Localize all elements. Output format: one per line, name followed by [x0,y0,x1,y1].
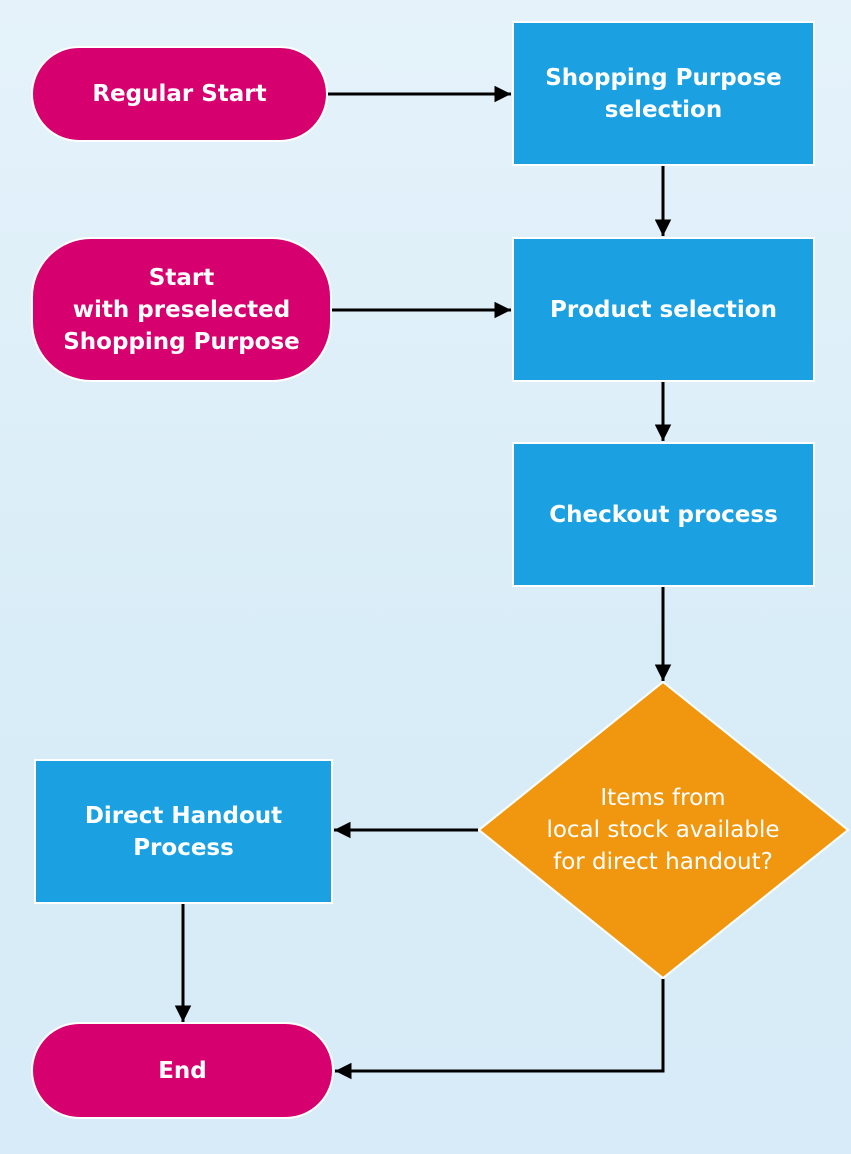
connector-decision-to-end [335,979,665,1080]
decision-label: Items from local stock available for dir… [546,785,780,875]
regular-start-terminal: Regular Start [31,46,328,142]
decision-text: Items from local stock available for dir… [520,770,806,890]
shopping-purpose-selection-box: Shopping Purpose selection [512,21,815,166]
end-label: End [158,1057,207,1084]
checkout-process-label: Checkout process [549,501,778,528]
preselected-start-label: Start with preselected Shopping Purpose [63,264,300,355]
product-selection-label: Product selection [550,296,777,323]
end-terminal: End [31,1022,334,1119]
preselected-start-terminal: Start with preselected Shopping Purpose [31,237,332,382]
regular-start-label: Regular Start [92,81,267,107]
shopping-purpose-selection-label: Shopping Purpose selection [545,64,782,123]
product-selection-box: Product selection [512,237,815,382]
direct-handout-process-box: Direct Handout Process [34,759,333,904]
checkout-process-box: Checkout process [512,442,815,587]
direct-handout-process-label: Direct Handout Process [84,802,283,861]
decision-diamond [477,680,850,980]
